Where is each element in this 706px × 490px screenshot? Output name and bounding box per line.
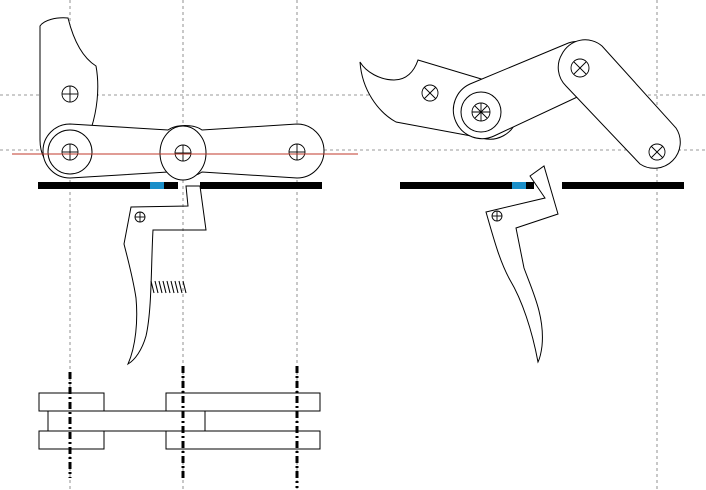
pivot-pin-icon: [134, 211, 146, 223]
closed-toggle-assembly: [12, 17, 358, 366]
trigger: [123, 185, 207, 366]
pivot-pin-icon: [61, 143, 79, 161]
pivot-pin-icon: [61, 85, 79, 103]
left-boss: [47, 129, 93, 175]
plan-center-link: [47, 410, 206, 432]
pivot-pin-icon: [288, 143, 306, 161]
plan-right-upper-plate: [165, 392, 321, 412]
frame-bar-right: [200, 182, 322, 189]
frame-bar-left: [38, 182, 178, 189]
open-toggle-assembly: [359, 39, 684, 364]
pivot-pin-icon: [471, 102, 491, 122]
trigger-open: [485, 165, 559, 364]
pivot-pin-icon: [570, 58, 590, 78]
plan-right-lower-plate: [165, 430, 321, 450]
pivot-pin-icon: [648, 143, 666, 161]
pivot-pin-icon: [174, 144, 192, 162]
sear-contact: [150, 182, 164, 189]
mid-boss: [460, 91, 502, 133]
long-link: [557, 39, 681, 169]
pivot-pin-icon: [491, 210, 503, 222]
frame-bar-right-open: [562, 182, 684, 189]
plan-view-assembly: [38, 366, 321, 488]
pivot-pin-icon: [421, 84, 439, 102]
frame-bar-left-open: [400, 182, 534, 189]
spring-icon: [150, 280, 187, 294]
sear-contact-open: [512, 182, 526, 189]
